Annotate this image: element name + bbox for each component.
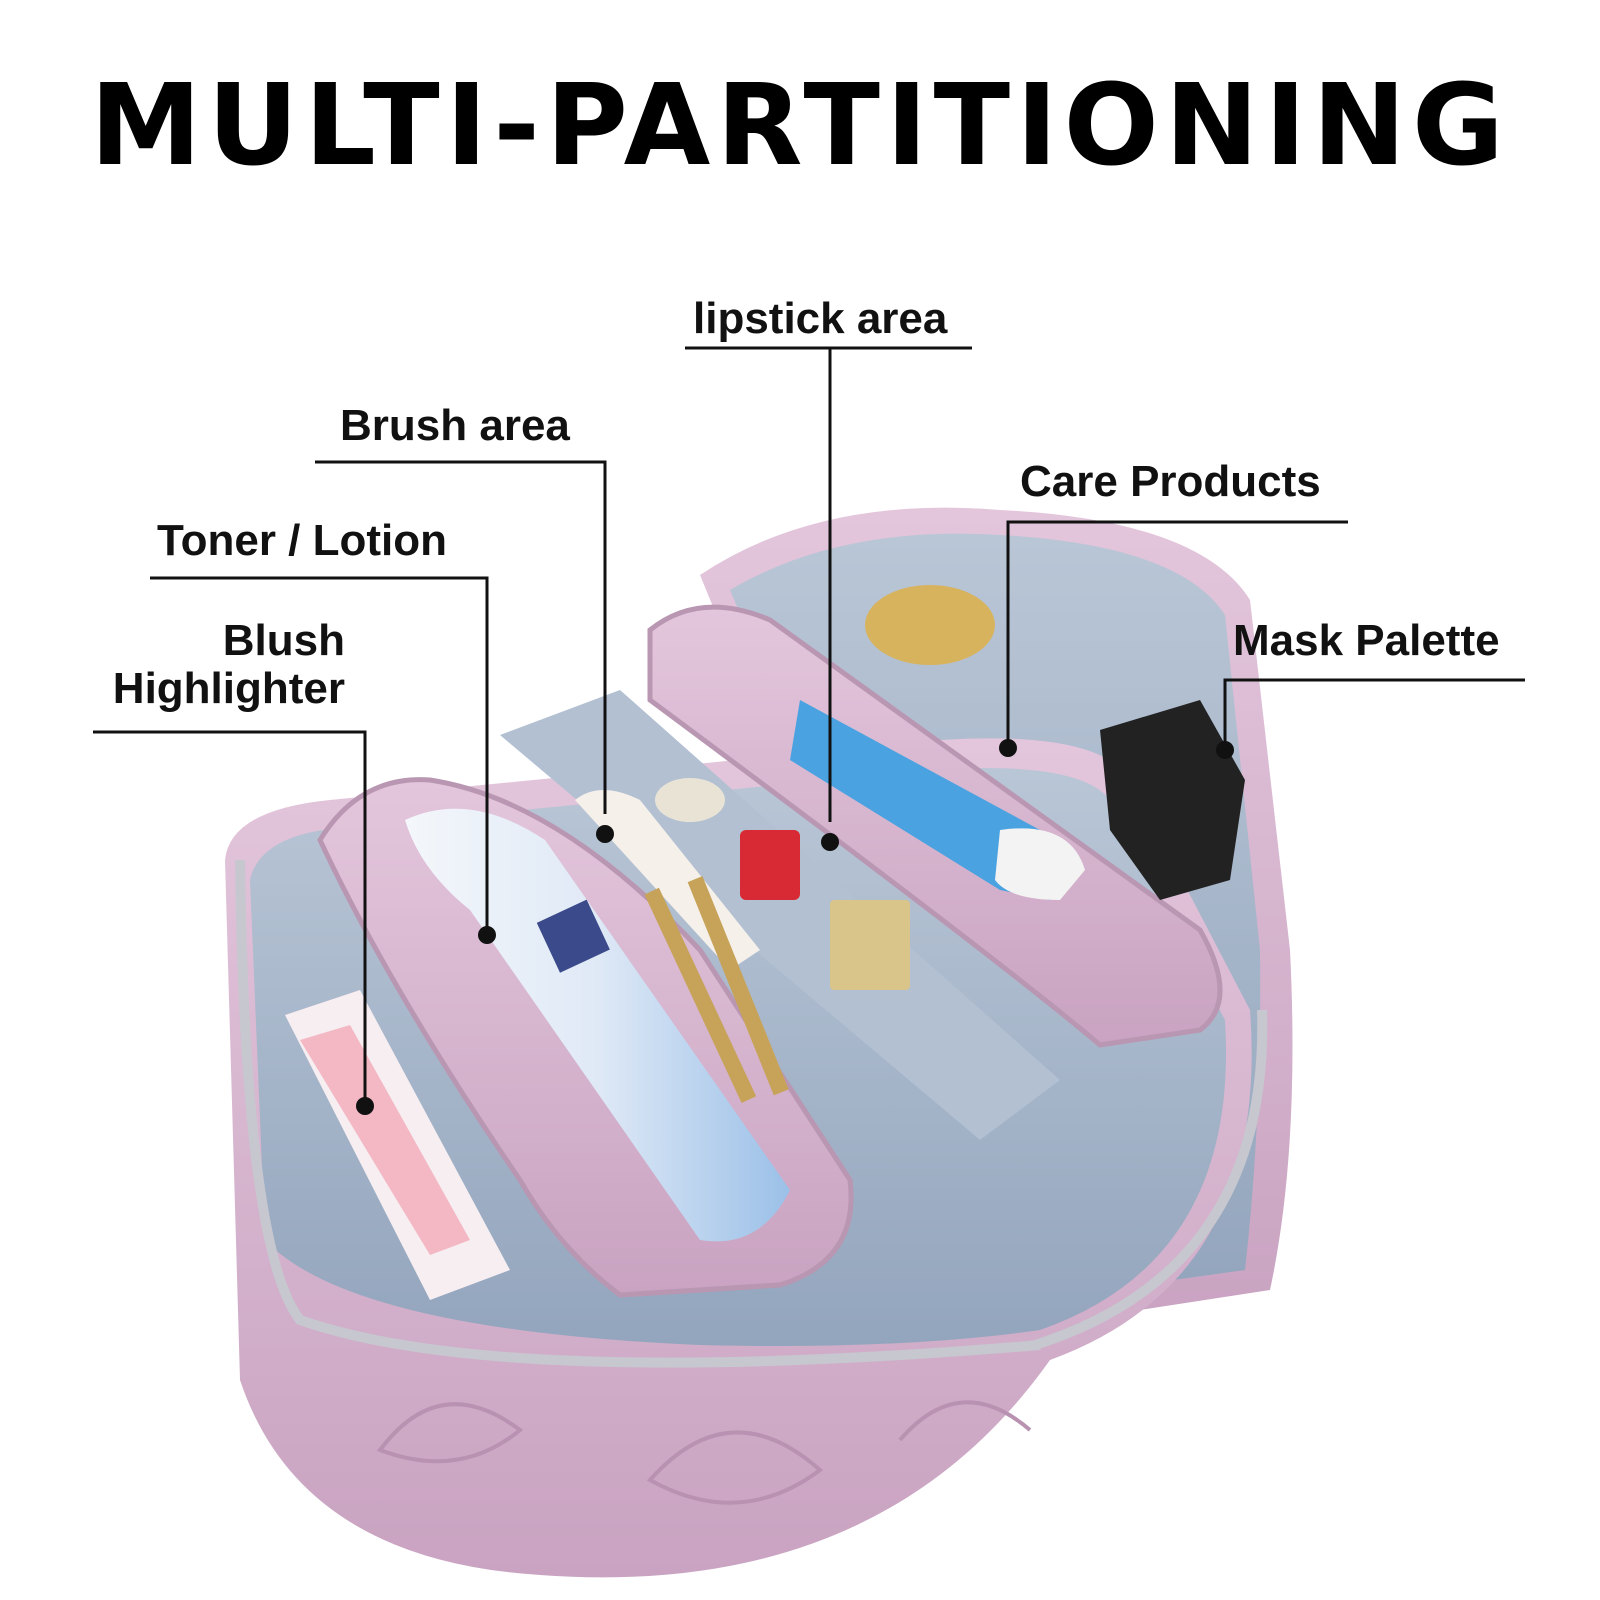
mask-palette <box>1100 700 1245 900</box>
callout-blush-highlighter: Blush Highlighter <box>90 617 345 712</box>
page-title: MULTI-PARTITIONING <box>90 61 1510 191</box>
callout-lipstick-area: lipstick area <box>693 294 948 343</box>
callout-brush-area: Brush area <box>340 401 570 450</box>
callout-mask-palette: Mask Palette <box>1233 616 1500 665</box>
brush-compartment <box>500 690 1060 1140</box>
leader-dots <box>356 739 1234 1115</box>
care-pouch <box>647 585 1223 1048</box>
callout-toner-lotion: Toner / Lotion <box>157 516 448 565</box>
callout-blush-line2: Highlighter <box>112 663 345 713</box>
callout-care-products: Care Products <box>1020 457 1321 506</box>
blush-compartment <box>285 990 510 1300</box>
leader-lines <box>93 346 1525 1106</box>
toner-pouch <box>317 777 854 1298</box>
callout-blush-line1: Blush <box>222 616 345 665</box>
